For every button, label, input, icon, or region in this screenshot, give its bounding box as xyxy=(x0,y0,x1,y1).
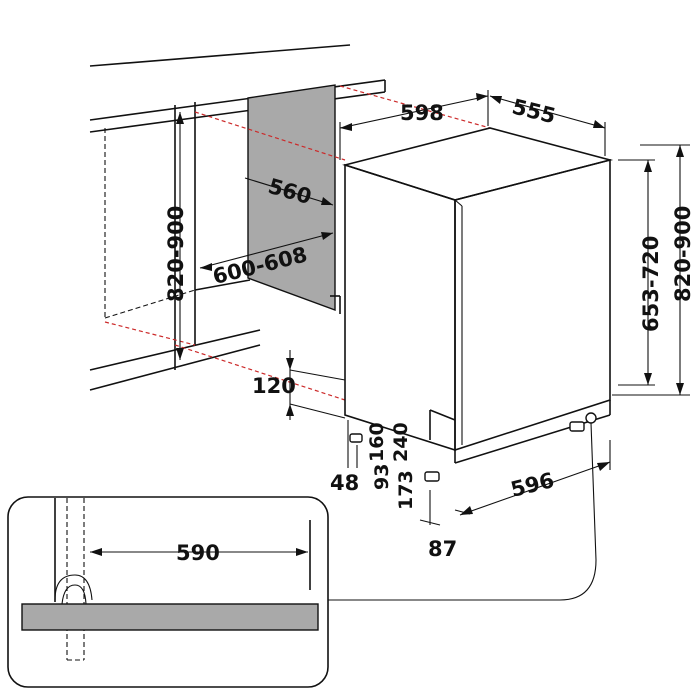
worktop xyxy=(89,44,386,133)
label-173: 173 xyxy=(395,470,417,510)
dim-598 xyxy=(339,90,489,160)
label-596: 596 xyxy=(508,468,556,502)
label-160: 160 xyxy=(366,422,388,462)
dim-596 xyxy=(419,440,611,526)
label-653-720: 653-720 xyxy=(639,236,663,332)
detail-callout-box xyxy=(7,496,329,688)
dim-niche-height xyxy=(176,112,184,360)
label-48: 48 xyxy=(330,471,359,495)
label-93: 93 xyxy=(371,464,393,490)
label-120: 120 xyxy=(252,374,296,398)
label-240: 240 xyxy=(390,422,412,462)
label-555: 555 xyxy=(510,95,558,129)
dim-total-height xyxy=(612,144,690,396)
dishwasher-feet xyxy=(349,412,597,482)
label-590: 590 xyxy=(176,541,220,565)
dim-653-720 xyxy=(618,159,655,386)
dim-555 xyxy=(489,95,606,156)
niche-back-wall xyxy=(247,84,341,314)
dim-foot-48 xyxy=(347,420,358,468)
dishwasher-body xyxy=(342,127,614,464)
dim-600-608 xyxy=(199,232,334,271)
label-total-height: 820-900 xyxy=(671,206,695,302)
dim-120 xyxy=(286,350,346,420)
label-niche-height: 820-900 xyxy=(164,206,188,302)
detail-callout-leader xyxy=(328,422,597,601)
label-598: 598 xyxy=(400,101,444,125)
dim-560 xyxy=(244,177,334,206)
label-87: 87 xyxy=(428,537,457,561)
left-cabinet xyxy=(89,102,261,391)
